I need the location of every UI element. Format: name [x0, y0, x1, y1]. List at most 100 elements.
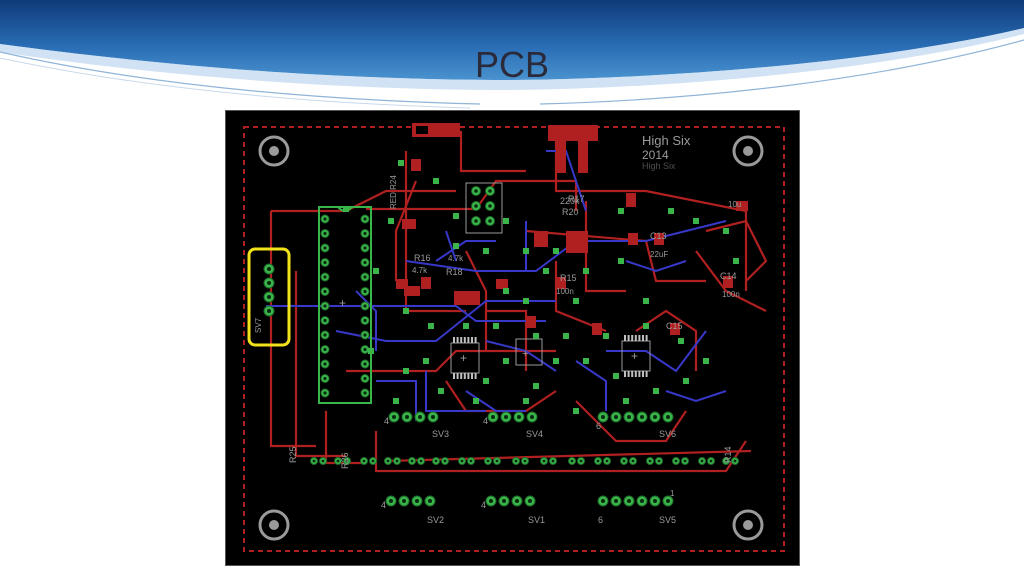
- resistor-pad-hole: [579, 459, 583, 463]
- ic-leg: [471, 373, 473, 379]
- connector-pad-hole: [515, 499, 519, 503]
- ic-leg: [638, 371, 641, 377]
- dip-pad-hole: [363, 260, 367, 265]
- ic-leg: [642, 371, 644, 377]
- svg-text:R16: R16: [414, 253, 431, 263]
- via: [703, 358, 709, 364]
- via: [683, 378, 689, 384]
- connector-pad-hole: [489, 499, 493, 503]
- header-pad-hole: [474, 219, 478, 223]
- resistor-pad-hole: [605, 459, 609, 463]
- via: [623, 398, 629, 404]
- resistor-pad-hole: [419, 459, 423, 463]
- svg-text:C14: C14: [720, 271, 737, 281]
- dip-pad-hole: [323, 217, 327, 221]
- header-pad-hole: [488, 219, 492, 223]
- svg-text:R17: R17: [568, 194, 585, 204]
- via: [733, 258, 739, 264]
- ic-leg: [642, 335, 644, 341]
- connector-pad-hole: [517, 415, 521, 419]
- slide-title: PCB: [474, 44, 550, 85]
- dip-pad-hole: [363, 304, 367, 308]
- connector-pad-hole: [267, 309, 271, 313]
- resistor-pad-hole: [700, 459, 704, 463]
- ic-leg: [631, 335, 634, 341]
- ic-leg: [467, 337, 470, 343]
- highlight-box: [247, 247, 291, 347]
- via: [618, 208, 624, 214]
- resistor-pad-hole: [542, 459, 546, 463]
- dip-pad-hole: [323, 304, 327, 308]
- ic-leg: [471, 337, 473, 343]
- svg-text:100n: 100n: [556, 287, 574, 296]
- resistor-pad-hole: [523, 459, 527, 463]
- connector-label-sv3: SV3: [432, 429, 449, 439]
- ic-leg: [456, 373, 459, 379]
- connector-label-sv1: SV1: [528, 515, 545, 525]
- header-wave-banner: [0, 0, 1024, 109]
- via: [453, 213, 459, 219]
- via: [643, 298, 649, 304]
- ic-leg: [456, 337, 459, 343]
- via: [373, 268, 379, 274]
- dip-pad-hole: [363, 275, 367, 279]
- resistor-pad-hole: [683, 459, 687, 463]
- connector-pad-hole: [402, 499, 406, 503]
- via: [343, 206, 349, 212]
- ic-leg: [624, 371, 626, 377]
- dip-pad-hole: [323, 347, 327, 352]
- dip-pad-hole: [323, 275, 327, 279]
- resistor-pad-hole: [312, 459, 316, 463]
- resistor-pad-hole: [514, 459, 518, 463]
- dip-pad-hole: [363, 318, 367, 323]
- via: [403, 308, 409, 314]
- board-year-label: 2014: [642, 148, 669, 162]
- resistor-pad-hole: [386, 459, 390, 463]
- via: [613, 373, 619, 379]
- resistor-pad-hole: [460, 459, 464, 463]
- svg-text:+: +: [631, 349, 638, 363]
- dip-pad-hole: [323, 246, 327, 250]
- via: [603, 333, 609, 339]
- dip-pad-hole: [363, 231, 367, 236]
- resistor-pad-hole: [733, 459, 737, 463]
- via: [493, 323, 499, 329]
- ic-leg: [638, 335, 641, 341]
- resistor-pad-hole: [570, 459, 574, 463]
- ic-leg: [474, 337, 477, 343]
- connector-pad-hole: [614, 499, 618, 503]
- via: [543, 268, 549, 274]
- connector-pad-hole: [491, 415, 495, 419]
- header-pad-hole: [488, 189, 492, 193]
- via: [523, 248, 529, 254]
- dip-pad-hole: [323, 333, 327, 337]
- connector-pad-hole: [627, 499, 631, 503]
- ic-leg: [631, 371, 634, 377]
- via: [388, 218, 394, 224]
- header-pad-hole: [474, 189, 478, 193]
- svg-text:4: 4: [381, 500, 386, 510]
- dip-pad-hole: [323, 289, 327, 294]
- svg-text:R18: R18: [446, 267, 463, 277]
- dip-pad-hole: [363, 333, 367, 337]
- connector-pad-hole: [267, 295, 271, 299]
- via: [723, 228, 729, 234]
- svg-text:4: 4: [483, 416, 488, 426]
- ic-leg: [463, 373, 466, 379]
- ic-leg: [634, 335, 637, 341]
- dip-pad-hole: [363, 376, 367, 381]
- via: [583, 358, 589, 364]
- ic-leg: [453, 373, 455, 379]
- connector-pad-hole: [504, 415, 508, 419]
- connector-pad-hole: [389, 499, 393, 503]
- resistor-pad-hole: [395, 459, 399, 463]
- connector-pad-hole: [601, 499, 605, 503]
- dip-pad-hole: [363, 217, 367, 221]
- svg-text:6: 6: [598, 515, 603, 525]
- connector-label-sv7: SV7: [254, 317, 263, 333]
- dip-pad-hole: [323, 376, 327, 381]
- resistor-pad-hole: [336, 459, 340, 463]
- svg-text:4.7k: 4.7k: [448, 254, 464, 263]
- connector-pad-hole: [418, 415, 422, 419]
- connector-pad-hole: [653, 499, 657, 503]
